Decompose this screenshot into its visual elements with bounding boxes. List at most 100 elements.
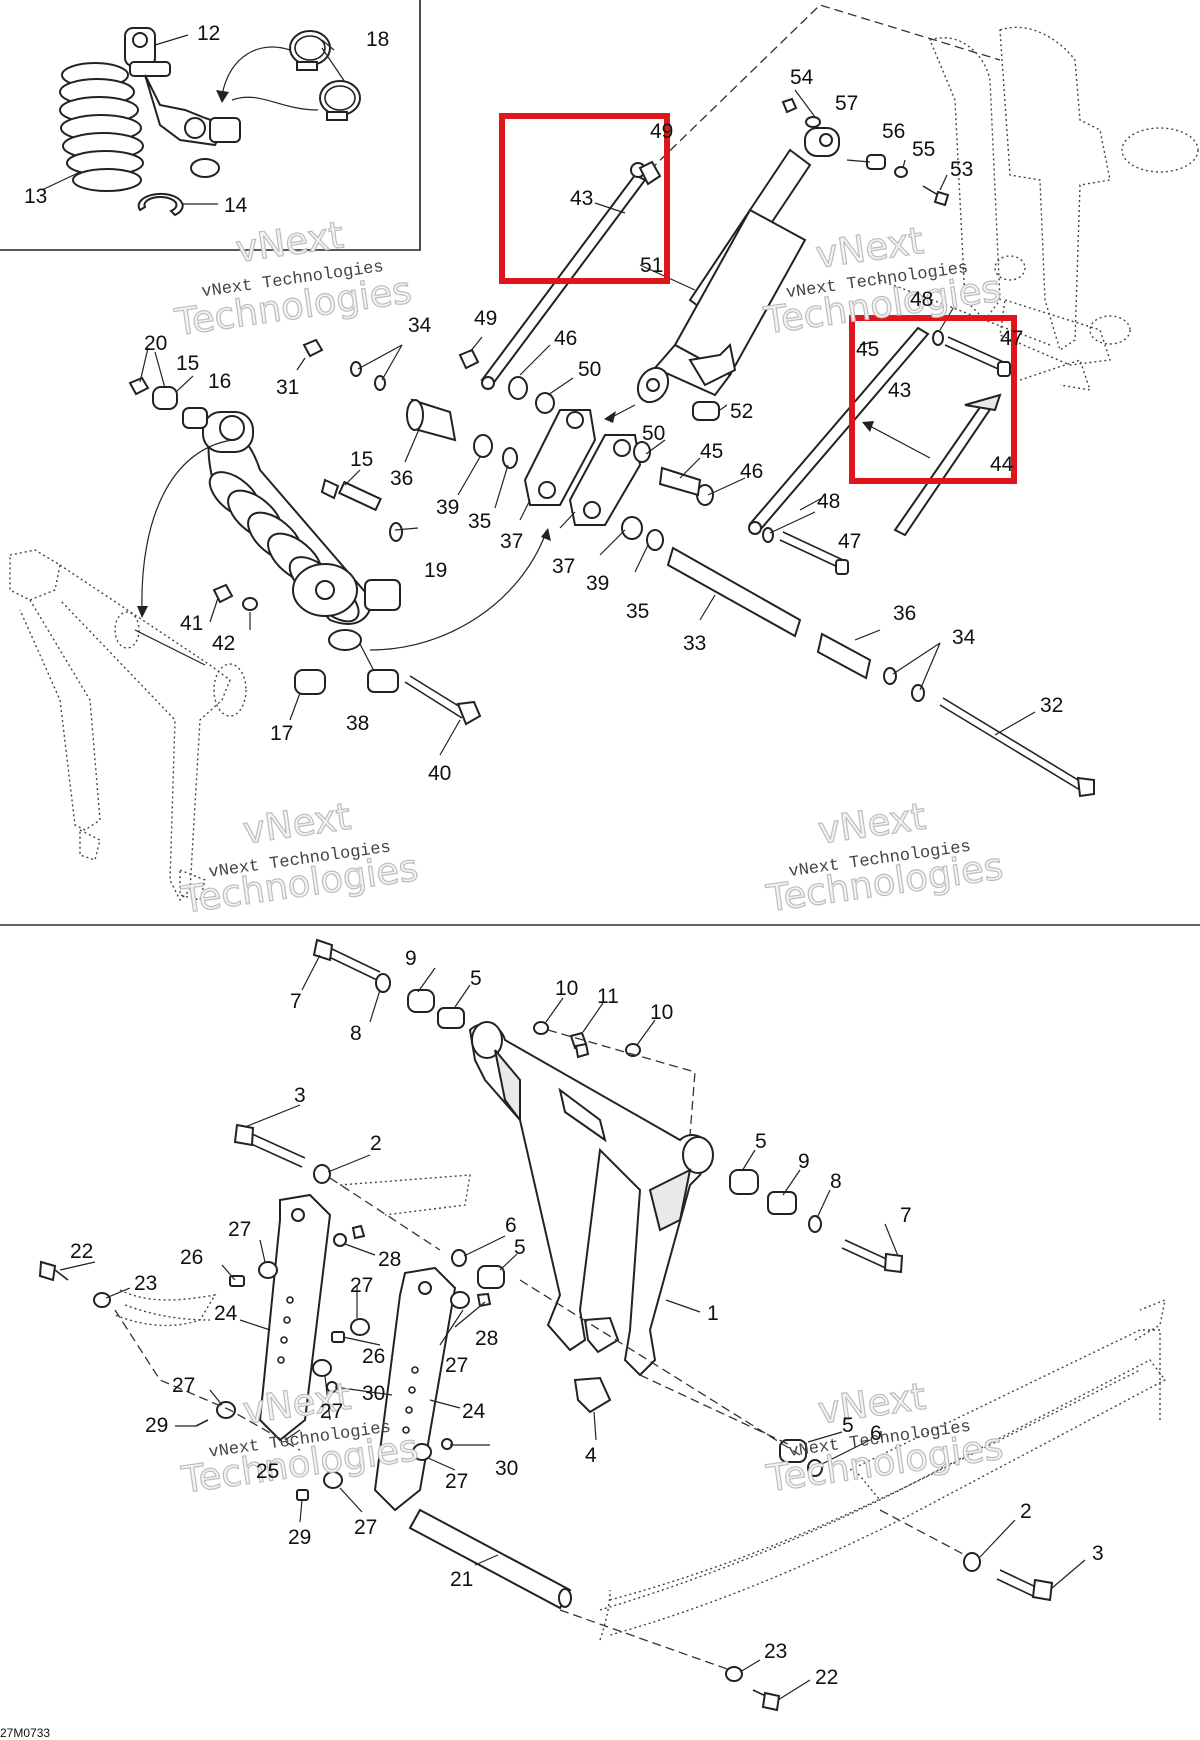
callout-label: 45 [856, 338, 879, 361]
callout-label: 48 [910, 288, 933, 311]
callout-label: 5 [755, 1130, 767, 1153]
callout-label: 9 [798, 1150, 810, 1173]
callout-label: 38 [346, 712, 369, 735]
retaining-ring [137, 192, 184, 217]
callout-label: 9 [405, 947, 417, 970]
callout-label: 27 [445, 1470, 468, 1493]
callout-label: 29 [288, 1526, 311, 1549]
callout-label: 30 [495, 1457, 518, 1480]
callout-label: 56 [882, 120, 905, 143]
callout-label: 7 [900, 1204, 912, 1227]
callout-label: 27 [320, 1400, 343, 1423]
callout-label: 37 [552, 555, 575, 578]
callout-label: 33 [683, 632, 706, 655]
callout-label: 24 [214, 1302, 238, 1325]
callout-label: 50 [578, 358, 601, 381]
callout-label: 6 [870, 1422, 882, 1445]
callout-label: 25 [256, 1460, 279, 1483]
callout-label: 15 [350, 448, 373, 471]
callout-label: 47 [838, 530, 861, 553]
callout-label: 28 [475, 1327, 498, 1350]
callout-label: 17 [270, 722, 293, 745]
drawing-code: 27M0733 [0, 1726, 50, 1740]
callout-label: 27 [445, 1354, 468, 1377]
callout-label: 5 [514, 1236, 526, 1259]
callout-label: 55 [912, 138, 935, 161]
frame-bracket-outline [9, 549, 247, 902]
watermark-text: vNext [815, 795, 928, 853]
callout-label: 57 [835, 92, 858, 115]
callout-label: 43 [570, 187, 593, 210]
leader-lines-lower [59, 954, 1086, 1701]
leader-lines-upper [139, 89, 1036, 756]
rear-shock-assembly [128, 376, 551, 726]
hose-clamps [289, 30, 361, 121]
callout-label: 30 [362, 1382, 385, 1405]
callout-label: 34 [952, 626, 976, 649]
callout-label: 51 [640, 254, 663, 277]
callout-label: 27 [228, 1218, 251, 1241]
callout-label: 8 [350, 1022, 362, 1045]
callout-label: 5 [470, 967, 482, 990]
callout-label: 3 [1092, 1542, 1104, 1565]
callout-label: 46 [740, 460, 763, 483]
callout-label: 26 [180, 1246, 203, 1269]
callout-label: 26 [362, 1345, 385, 1368]
callout-label: 6 [505, 1214, 517, 1237]
callout-label: 2 [1020, 1500, 1032, 1523]
callout-label: 39 [436, 496, 459, 519]
callout-label: 28 [378, 1248, 401, 1271]
callout-label: 10 [555, 977, 578, 1000]
callout-label: 21 [450, 1568, 473, 1591]
callout-label: 24 [462, 1400, 486, 1423]
callout-label: 14 [224, 194, 248, 217]
callout-label: 32 [1040, 694, 1063, 717]
spring-coil [59, 62, 144, 192]
callout-label: 22 [70, 1240, 93, 1263]
callout-label: 18 [366, 28, 389, 51]
callout-label: 37 [500, 530, 523, 553]
callout-label: 49 [650, 120, 673, 143]
highlight-box-left [499, 113, 670, 284]
callout-label: 45 [700, 440, 723, 463]
callout-label: 3 [294, 1084, 306, 1107]
callout-label: 12 [197, 22, 220, 45]
callout-label: 44 [990, 453, 1014, 476]
callout-label: 52 [730, 400, 753, 423]
callout-label: 50 [642, 422, 665, 445]
shock-upper-eye [124, 27, 241, 178]
callout-label: 20 [144, 332, 167, 355]
watermark-text: vNext [233, 213, 346, 271]
callout-label: 48 [817, 490, 840, 513]
callout-label: 15 [176, 352, 199, 375]
callout-label: 34 [408, 314, 432, 337]
callout-label: 11 [597, 985, 619, 1008]
callout-label: 7 [290, 990, 302, 1013]
callout-label: 42 [212, 632, 235, 655]
callout-label: 49 [474, 307, 497, 330]
callout-label: 29 [145, 1414, 168, 1437]
callout-label: 35 [626, 600, 649, 623]
callout-label: 10 [650, 1001, 673, 1024]
rocker-linkage [302, 4, 1199, 798]
callout-label: 54 [790, 66, 814, 89]
callout-label: 31 [276, 376, 299, 399]
callout-label: 36 [390, 467, 413, 490]
callout-label: 8 [830, 1170, 842, 1193]
callout-label: 16 [208, 370, 231, 393]
callout-label: 5 [842, 1414, 854, 1437]
callout-label: 19 [424, 559, 447, 582]
callout-label: 36 [893, 602, 916, 625]
callout-label: 2 [370, 1132, 382, 1155]
callout-label: 27 [354, 1516, 377, 1539]
inset-detail-box [0, 0, 421, 251]
watermark-text: vNext [240, 795, 353, 853]
callout-label: 23 [764, 1640, 787, 1663]
callout-labels: 12 18 13 14 54 57 56 55 53 49 43 51 34 4… [0, 22, 1104, 1740]
callout-label: 22 [815, 1666, 838, 1689]
callout-label: 41 [180, 612, 203, 635]
callout-label: 27 [350, 1274, 373, 1297]
highlight-boxes [499, 113, 1017, 484]
callout-label: 39 [586, 572, 609, 595]
